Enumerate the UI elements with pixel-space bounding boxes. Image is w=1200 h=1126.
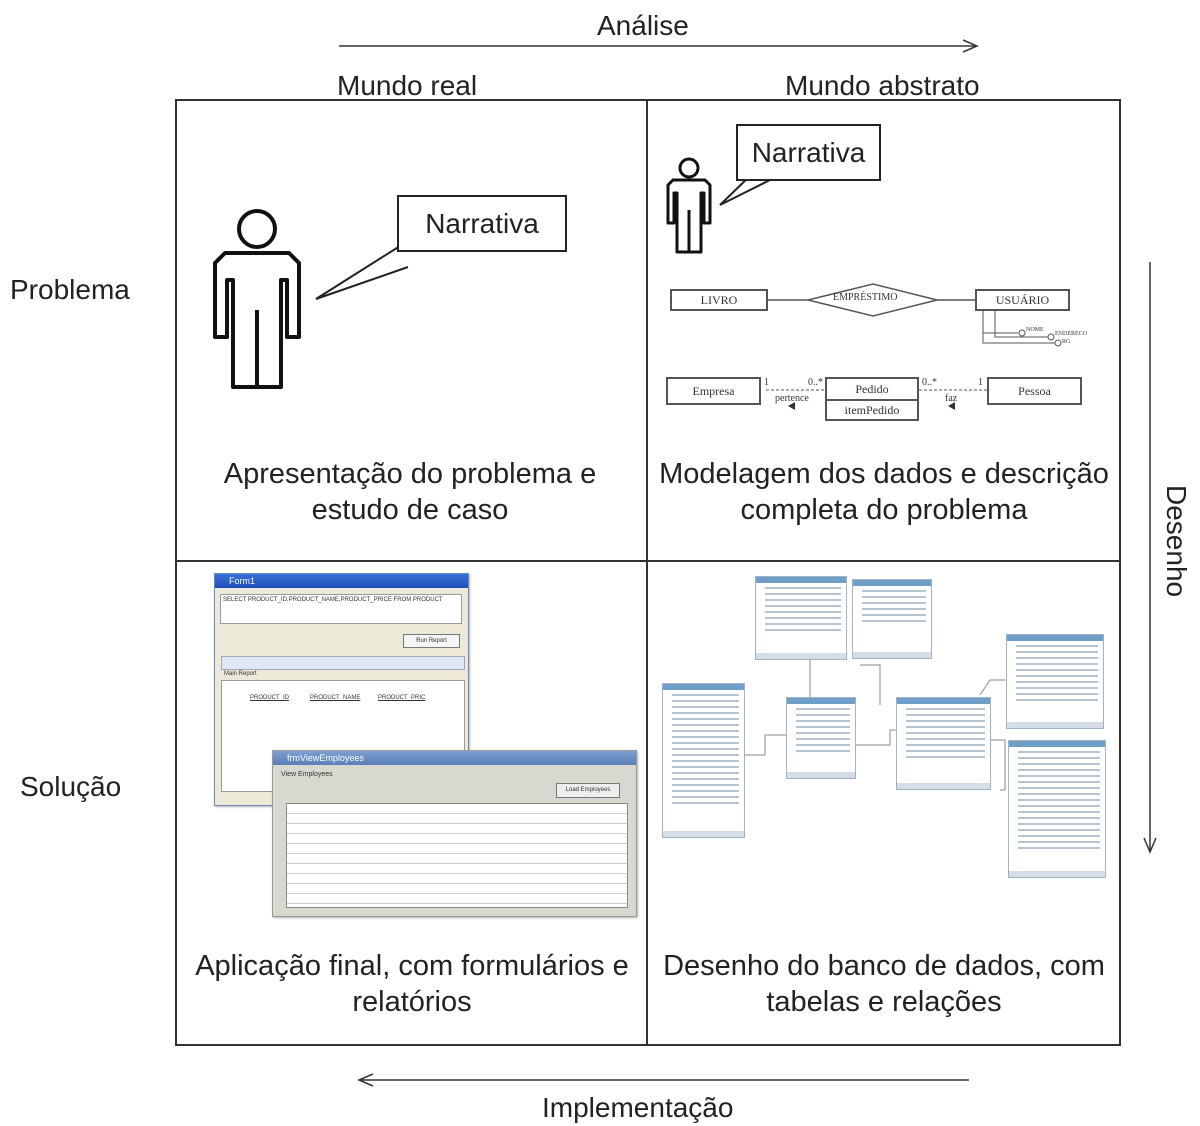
uml-class-pessoa: Pessoa bbox=[987, 377, 1082, 405]
load-employees-button[interactable]: Load Employees bbox=[556, 783, 620, 798]
caption-data-modeling: Modelagem dos dados e descrição completa… bbox=[649, 456, 1119, 528]
grid-vertical-divider bbox=[646, 99, 648, 1046]
row-label-problem: Problema bbox=[10, 274, 130, 305]
uml-class-pedido-section: itemPedido bbox=[825, 401, 919, 421]
report-tab[interactable]: Main Report bbox=[224, 671, 257, 677]
caption-line: completa do problema bbox=[740, 494, 1028, 526]
column-label-real-world: Mundo real bbox=[337, 70, 478, 101]
implementation-axis-label: Implementação bbox=[542, 1092, 734, 1123]
analysis-axis-label: Análise bbox=[597, 10, 689, 41]
design-axis-label: Desenho bbox=[1161, 485, 1192, 598]
window-subtitle: View Employees bbox=[281, 771, 333, 778]
db-table bbox=[786, 697, 856, 779]
quadrant-grid bbox=[175, 99, 1121, 1046]
caption-line: Apresentação do problema e bbox=[223, 458, 597, 490]
uml-association-label: faz bbox=[945, 393, 958, 404]
db-table bbox=[1008, 740, 1106, 878]
query-textbox: SELECT PRODUCT_ID,PRODUCT_NAME,PRODUCT_P… bbox=[220, 594, 462, 624]
column-label-abstract-world: Mundo abstrato bbox=[785, 70, 980, 101]
caption-line: Desenho do banco de dados, com bbox=[663, 950, 1105, 982]
er-diagram-lines bbox=[766, 283, 1062, 410]
speech-pointer bbox=[315, 245, 409, 300]
db-table bbox=[896, 697, 991, 790]
caption-line: estudo de caso bbox=[311, 494, 509, 526]
caption-final-application: Aplicação final, com formulários e relat… bbox=[180, 948, 644, 1020]
er-attribute: ENDERECO bbox=[1055, 331, 1087, 337]
design-arrow bbox=[1143, 262, 1157, 854]
report-column-header: PRODUCT_PRIC bbox=[378, 695, 426, 701]
uml-multiplicity: 0..* bbox=[922, 377, 937, 388]
caption-problem-presentation: Apresentação do problema e estudo de cas… bbox=[180, 456, 640, 528]
window-title: frmViewEmployees bbox=[273, 751, 636, 765]
narrative-bubble-small: Narrativa bbox=[736, 124, 881, 181]
employees-grid bbox=[286, 803, 628, 908]
db-table bbox=[852, 579, 932, 659]
caption-line: relatórios bbox=[352, 986, 472, 1018]
db-table bbox=[1006, 634, 1104, 729]
er-attribute: NOME bbox=[1026, 327, 1044, 333]
row-label-solution: Solução bbox=[20, 771, 122, 802]
uml-association-label: pertence bbox=[775, 393, 809, 404]
caption-line: tabelas e relações bbox=[766, 986, 1002, 1018]
person-icon-small bbox=[666, 157, 712, 254]
analysis-arrow bbox=[339, 39, 979, 53]
window-title: Form1 bbox=[215, 574, 468, 588]
person-icon bbox=[213, 209, 301, 389]
db-table bbox=[662, 683, 745, 838]
narrative-bubble: Narrativa bbox=[397, 195, 567, 252]
run-report-button[interactable]: Run Report bbox=[403, 634, 460, 648]
caption-line: Modelagem dos dados e descrição bbox=[659, 458, 1109, 490]
uml-class-empresa: Empresa bbox=[666, 377, 761, 405]
uml-class-pedido: Pedido bbox=[825, 377, 919, 401]
caption-line: Aplicação final, com formulários e bbox=[195, 950, 629, 982]
implementation-arrow bbox=[357, 1073, 969, 1087]
employees-window: frmViewEmployees View Employees Load Emp… bbox=[272, 750, 637, 917]
db-table bbox=[755, 576, 847, 660]
er-entity-usuario: USUÁRIO bbox=[975, 289, 1070, 311]
grid-horizontal-divider bbox=[175, 560, 1121, 562]
report-column-header: PRODUCT_ID bbox=[250, 695, 290, 701]
er-attribute: RG bbox=[1062, 339, 1071, 345]
er-entity-livro: LIVRO bbox=[670, 289, 768, 311]
uml-multiplicity: 1 bbox=[764, 377, 769, 388]
report-toolbar bbox=[221, 656, 465, 670]
uml-multiplicity: 0..* bbox=[808, 377, 823, 388]
report-column-header: PRODUCT_NAME bbox=[310, 695, 361, 701]
caption-database-design: Desenho do banco de dados, com tabelas e… bbox=[649, 948, 1119, 1020]
er-relation-label: EMPRÉSTIMO bbox=[833, 292, 898, 303]
uml-multiplicity: 1 bbox=[978, 377, 983, 388]
